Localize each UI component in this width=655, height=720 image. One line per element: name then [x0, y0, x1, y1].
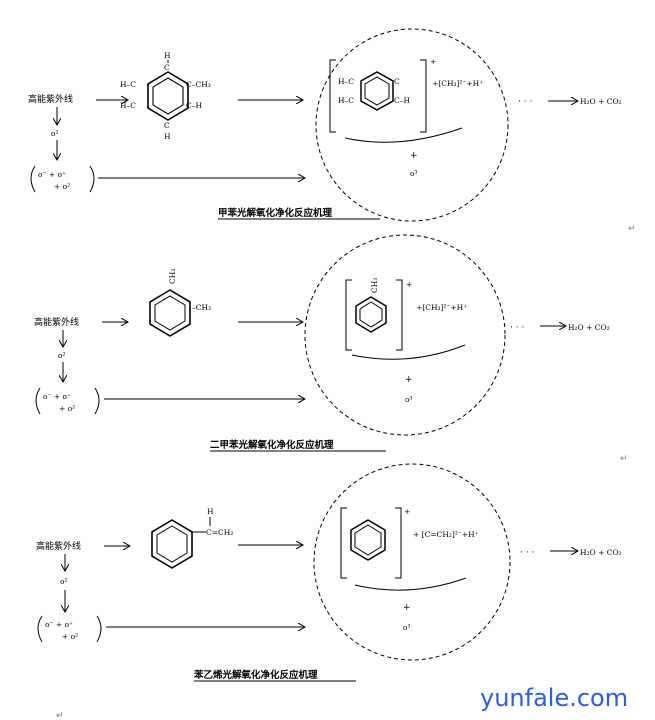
- diagram-toluene: 高能紫外线 o² o⁻ + o⁺ + o² H–C C–CH₃ H–C C–H …: [28, 28, 636, 234]
- uv-label: 高能紫外线: [36, 540, 81, 552]
- bot-h: H: [164, 132, 171, 141]
- inner-ring: H–C C H–C C–H: [338, 71, 410, 111]
- top-h: H: [164, 51, 171, 60]
- ions-line1: o⁻ + o⁺: [45, 620, 73, 629]
- inner-label: H–C: [338, 77, 354, 86]
- ozone: o³: [410, 169, 418, 178]
- products: H₂O + CO₂: [580, 97, 622, 106]
- inner-ring: CH₃: [355, 278, 387, 333]
- para-mark: ↵: [628, 224, 636, 234]
- vinyl-chain: C=CH₂: [206, 528, 233, 537]
- o2-label: o²: [60, 577, 68, 586]
- reaction-circle: [304, 234, 506, 436]
- reaction-circle: [315, 28, 509, 222]
- arc: [344, 127, 463, 143]
- paren-left: [30, 165, 36, 193]
- inner-ring: [350, 519, 386, 561]
- ozone: o³: [405, 395, 413, 404]
- ring-label: H–C: [120, 80, 136, 89]
- inner-ch3: CH₃: [370, 278, 379, 293]
- plus: +: [410, 151, 418, 161]
- inner-label: C: [394, 77, 400, 86]
- vinyl-h: H: [207, 507, 214, 516]
- products: H₂O + CO₂: [568, 323, 610, 332]
- watermark: yunfale.com: [480, 684, 628, 712]
- paren-right: [89, 165, 95, 193]
- dots: · · ·: [518, 97, 532, 107]
- ions-line2: + o²: [54, 182, 70, 191]
- ring-label: H–C: [120, 101, 136, 110]
- dots: · · ·: [520, 548, 534, 558]
- radical: + [C=CH₂]²⁻+H⁺: [413, 530, 479, 539]
- sup-plus: +: [406, 280, 412, 289]
- sup-plus: +: [430, 57, 436, 66]
- bracket-right: [420, 59, 427, 133]
- ring-label: C–CH₃: [186, 80, 211, 89]
- uv-label: 高能紫外线: [34, 316, 79, 328]
- para-mark: ↵: [56, 711, 64, 720]
- o2-label: o²: [51, 129, 59, 138]
- plus: +: [405, 375, 413, 385]
- inner-label: H–C: [338, 96, 354, 105]
- plus: +: [403, 603, 411, 613]
- ions-line1: o⁻ + o⁺: [38, 170, 66, 179]
- diagram-styrene: 高能紫外线 o² o⁻ + o⁺ + o² H C=CH₂ + + [C=CH₂…: [36, 463, 622, 682]
- reaction-circle: [313, 463, 511, 661]
- o2-label: o²: [58, 351, 66, 360]
- ozone: o³: [403, 623, 411, 632]
- ch3-side: –CH₃: [192, 303, 211, 312]
- products: H₂O + CO₂: [580, 548, 622, 557]
- bracket-left: [329, 59, 336, 133]
- diagram-xylene: 高能紫外线 o² o⁻ + o⁺ + o² CH₃ –CH₃ + CH₃ +[C…: [34, 234, 628, 464]
- caption: 甲苯光解氧化净化反应机理: [218, 207, 333, 219]
- dots: · · ·: [510, 323, 524, 333]
- radical: +[CH₃]²⁻+H⁺: [416, 303, 467, 312]
- toluene-molecule: H–C C–CH₃ H–C C–H C H C H: [120, 51, 211, 141]
- ions-line2: + o²: [59, 404, 75, 413]
- ions-line1: o⁻ + o⁺: [43, 392, 71, 401]
- radical: +[CH₃]²⁻+H⁺: [432, 79, 483, 88]
- ch3-top: CH₃: [168, 269, 177, 284]
- inner-label: C–H: [394, 96, 410, 105]
- caption: 二甲苯光解氧化净化反应机理: [210, 439, 334, 451]
- xylene-molecule: CH₃ –CH₃: [149, 269, 211, 337]
- styrene-molecule: H C=CH₂: [151, 507, 233, 569]
- uv-label: 高能紫外线: [28, 93, 73, 105]
- para-mark: ↵: [620, 454, 628, 464]
- caption: 苯乙烯光解氧化净化反应机理: [193, 669, 318, 681]
- bot-c: C: [164, 121, 170, 130]
- top-c: C: [164, 63, 170, 72]
- ions-line2: + o²: [62, 632, 78, 641]
- sup-plus: +: [404, 507, 410, 516]
- ring-label: C–H: [186, 101, 202, 110]
